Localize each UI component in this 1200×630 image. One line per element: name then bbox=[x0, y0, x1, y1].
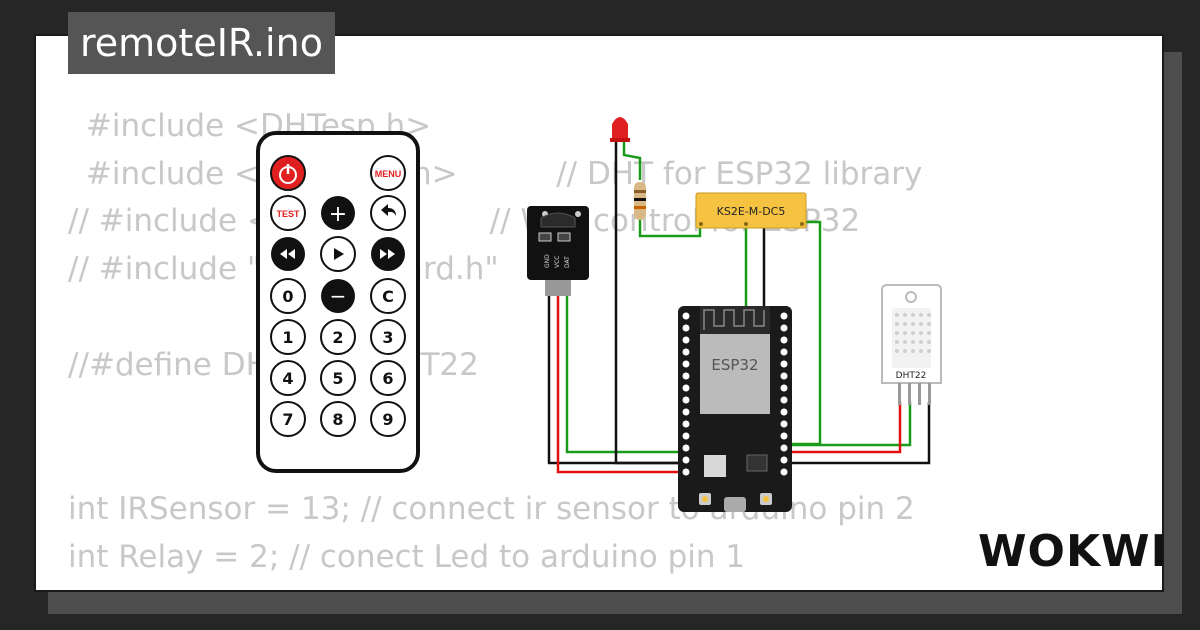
pin-dat-label: DAT bbox=[564, 256, 571, 268]
key-1 bbox=[270, 319, 306, 355]
menu-button bbox=[370, 155, 406, 191]
test-label: TEST bbox=[276, 209, 300, 219]
code-line: int Relay = 2; // conect Led to arduino … bbox=[68, 539, 746, 575]
ir-remote[interactable]: MENU TEST + 0 − C 1 2 3 4 5 6 bbox=[256, 131, 420, 473]
relay-module[interactable]: KS2E-M-DC5 bbox=[695, 192, 807, 229]
key-9 bbox=[370, 401, 406, 437]
ir-receiver[interactable]: GND VCC DAT bbox=[527, 206, 589, 296]
key-5 bbox=[320, 360, 356, 396]
key-8 bbox=[320, 401, 356, 437]
svg-text:6: 6 bbox=[382, 369, 393, 388]
wokwi-logo: WOKWI bbox=[978, 526, 1168, 577]
key-4 bbox=[270, 360, 306, 396]
plus-label: + bbox=[329, 202, 347, 227]
svg-text:8: 8 bbox=[332, 410, 343, 429]
svg-text:4: 4 bbox=[282, 369, 293, 388]
svg-text:3: 3 bbox=[382, 328, 393, 347]
relay-label: KS2E-M-DC5 bbox=[717, 205, 786, 218]
svg-text:5: 5 bbox=[332, 369, 343, 388]
pin-vcc-label: VCC bbox=[554, 256, 561, 268]
dht22-label: DHT22 bbox=[896, 371, 927, 381]
wires bbox=[547, 140, 931, 474]
project-card[interactable]: #include <DHTesp.h> #include <IRremote.h… bbox=[34, 34, 1164, 592]
pin-gnd-label: GND bbox=[544, 254, 551, 268]
esp32-board[interactable]: ESP32 bbox=[678, 306, 792, 512]
key-7 bbox=[270, 401, 306, 437]
test-button bbox=[270, 195, 306, 231]
svg-text:−: − bbox=[330, 284, 347, 308]
key-2 bbox=[320, 319, 356, 355]
project-title[interactable]: remoteIR.ino bbox=[68, 12, 335, 74]
svg-text:7: 7 bbox=[282, 410, 293, 429]
back-icon bbox=[381, 204, 396, 216]
fast-forward-icon bbox=[380, 249, 395, 259]
play-icon bbox=[334, 248, 344, 260]
esp32-label: ESP32 bbox=[711, 356, 758, 374]
key-3 bbox=[370, 319, 406, 355]
dht22-sensor[interactable]: DHT22 bbox=[881, 284, 942, 405]
key-0 bbox=[270, 278, 306, 314]
svg-text:9: 9 bbox=[382, 410, 393, 429]
svg-text:0: 0 bbox=[282, 287, 293, 306]
svg-text:C: C bbox=[382, 287, 394, 306]
menu-label: MENU bbox=[375, 169, 402, 179]
red-led[interactable] bbox=[610, 117, 630, 142]
rewind-icon bbox=[280, 249, 295, 259]
svg-text:2: 2 bbox=[332, 328, 343, 347]
minus-button bbox=[321, 279, 355, 313]
usb-port bbox=[724, 497, 746, 512]
key-6 bbox=[370, 360, 406, 396]
resistor[interactable] bbox=[634, 182, 646, 220]
plus-button bbox=[321, 196, 355, 230]
svg-text:1: 1 bbox=[282, 328, 293, 347]
key-c bbox=[370, 278, 406, 314]
